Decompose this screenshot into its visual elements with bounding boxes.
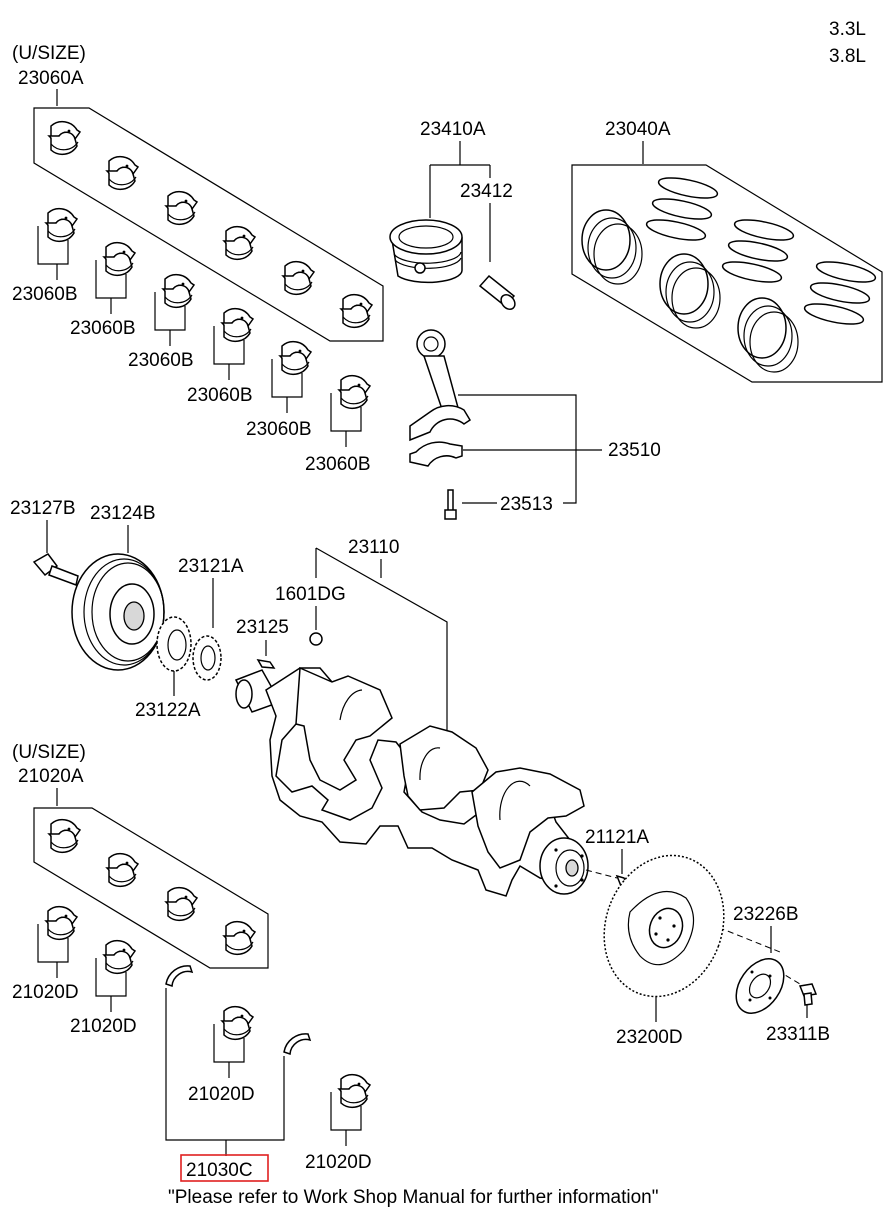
- flywheel-bolt: [798, 983, 818, 1006]
- undersize-label-lower: (U/SIZE): [12, 742, 86, 763]
- callout-23060b-3: 23060B: [128, 350, 194, 371]
- woodruff-key: [256, 659, 276, 669]
- callout-23124b: 23124B: [90, 503, 156, 524]
- pulley-bolt: [32, 553, 79, 587]
- callout-1601dg: 1601DG: [275, 584, 346, 605]
- callout-21020d-3: 21020D: [188, 1084, 255, 1105]
- plug-ball: [309, 632, 323, 646]
- crankshaft: [234, 666, 589, 897]
- conrod-bearing-3-group: [213, 1005, 254, 1078]
- drive-plate: [603, 854, 725, 998]
- callout-23510: 23510: [608, 440, 661, 461]
- thrust-washer-upper: [165, 965, 194, 988]
- thrust-washer-lower: [283, 1033, 312, 1056]
- highlight-box-21030c: [180, 1154, 269, 1182]
- conrod-bearing-2-group: [95, 939, 136, 1012]
- callout-21020d-4: 21020D: [305, 1152, 372, 1173]
- callout-21121a: 21121A: [585, 827, 649, 848]
- main-bearing-upper-2-group: [95, 241, 136, 314]
- adapter-plate: [735, 958, 785, 1014]
- footer-note: "Please refer to Work Shop Manual for fu…: [168, 1187, 658, 1208]
- crank-gear: [156, 616, 192, 672]
- callout-23060b-6: 23060B: [305, 454, 371, 475]
- main-bearing-upper-4-group: [213, 307, 254, 380]
- callout-23060b-5: 23060B: [246, 419, 312, 440]
- piston-ring-set: [581, 177, 877, 373]
- callout-23060b-1: 23060B: [12, 284, 78, 305]
- conrod-bearing-4-group: [330, 1073, 371, 1146]
- callout-21030c: 21030C: [186, 1160, 253, 1181]
- engine-variant-3-3l: 3.3L: [829, 19, 866, 40]
- callout-21020d-1: 21020D: [12, 982, 79, 1003]
- damper-pulley: [71, 553, 165, 671]
- conrod-bearing-set-panel: [33, 807, 269, 969]
- callout-23200d: 23200D: [616, 1027, 683, 1048]
- callout-23513: 23513: [500, 494, 553, 515]
- callout-23122a: 23122A: [135, 700, 201, 721]
- timing-sprocket: [192, 635, 222, 681]
- callout-23121a: 23121A: [178, 556, 244, 577]
- callout-21020a: 21020A: [18, 766, 84, 787]
- piston-ring-set-panel: [571, 164, 883, 383]
- callout-21020d-2: 21020D: [70, 1016, 137, 1037]
- callout-23226b: 23226B: [733, 904, 799, 925]
- callout-23060b-2: 23060B: [70, 318, 136, 339]
- callout-23060b-4: 23060B: [187, 385, 253, 406]
- callout-23040a: 23040A: [605, 119, 671, 140]
- callout-23127b: 23127B: [10, 498, 76, 519]
- main-bearing-upper-6-group: [330, 374, 371, 447]
- main-bearing-upper-5-group: [271, 340, 312, 413]
- undersize-label-upper: (U/SIZE): [12, 43, 86, 64]
- callout-23060a: 23060A: [18, 68, 84, 89]
- callout-23125: 23125: [236, 617, 289, 638]
- main-bearing-set-shells: [48, 120, 373, 329]
- piston: [389, 219, 463, 284]
- callout-23410a: 23410A: [420, 119, 486, 140]
- rod-bolt: [444, 489, 457, 520]
- main-bearing-upper-1-group: [37, 207, 78, 280]
- connecting-rod: [409, 329, 472, 467]
- engine-variant-3-8l: 3.8L: [829, 46, 866, 67]
- main-bearing-upper-3-group: [154, 273, 195, 346]
- conrod-bearing-1-group: [37, 905, 78, 978]
- callout-23311b: 23311B: [766, 1024, 830, 1045]
- callout-23412: 23412: [460, 181, 513, 202]
- piston-pin: [478, 274, 516, 310]
- callout-23110: 23110: [348, 537, 399, 558]
- main-bearing-set-panel: [33, 107, 384, 342]
